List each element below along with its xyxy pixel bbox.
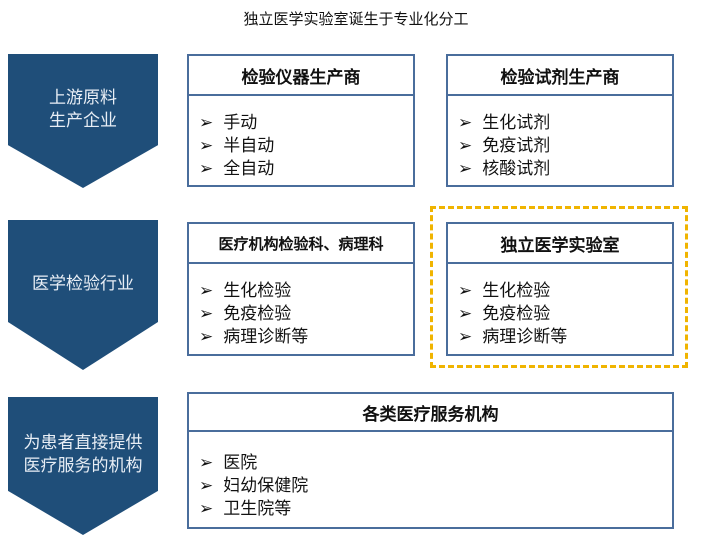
item-label: 核酸试剂 — [482, 159, 551, 179]
list-item: ➢ 妇幼保健院 — [199, 475, 672, 498]
item-label: 生化检验 — [223, 281, 292, 301]
arrow-bullet-icon: ➢ — [199, 499, 214, 519]
item-label: 妇幼保健院 — [223, 476, 309, 496]
arrow-bullet-icon: ➢ — [458, 281, 473, 301]
diagram-title: 独立医学实验室诞生于专业化分工 — [243, 10, 469, 28]
box-header: 独立医学实验室 — [448, 224, 672, 264]
box-independent-lab: 独立医学实验室 ➢ 生化检验 ➢ 免疫检验 ➢ 病理诊断等 — [446, 222, 674, 356]
list-item: ➢ 生化检验 — [199, 280, 413, 303]
box-header: 各类医疗服务机构 — [189, 394, 672, 432]
highlight-dashed-frame — [430, 206, 688, 368]
box-header: 医疗机构检验科、病理科 — [189, 224, 413, 264]
item-label: 生化检验 — [482, 281, 551, 301]
item-label: 半自动 — [223, 136, 275, 156]
item-label: 生化试剂 — [482, 113, 551, 133]
item-label: 病理诊断等 — [482, 327, 568, 347]
list-item: ➢ 免疫检验 — [199, 303, 413, 326]
arrow-bullet-icon: ➢ — [199, 113, 214, 133]
item-label: 免疫检验 — [482, 304, 551, 324]
item-label: 全自动 — [223, 159, 275, 179]
list-item: ➢ 半自动 — [199, 135, 413, 158]
arrow-bullet-icon: ➢ — [199, 453, 214, 473]
arrow-bullet-icon: ➢ — [458, 136, 473, 156]
item-label: 病理诊断等 — [223, 327, 309, 347]
stage-arrow-providers: 为患者直接提供 医疗服务的机构 — [8, 397, 158, 535]
list-item: ➢ 医院 — [199, 452, 672, 475]
box-medical-institutions: 各类医疗服务机构 ➢ 医院 ➢ 妇幼保健院 ➢ 卫生院等 — [187, 392, 674, 529]
arrow-bullet-icon: ➢ — [458, 304, 473, 324]
list-item: ➢ 病理诊断等 — [458, 326, 672, 349]
stage-arrow-upstream: 上游原料 生产企业 — [8, 54, 158, 188]
item-label: 手动 — [223, 113, 258, 133]
arrow-bullet-icon: ➢ — [458, 327, 473, 347]
box-instrument-makers: 检验仪器生产商 ➢ 手动 ➢ 半自动 ➢ 全自动 — [187, 54, 415, 187]
list-item: ➢ 卫生院等 — [199, 498, 672, 521]
arrow-bullet-icon: ➢ — [458, 159, 473, 179]
arrow-bullet-icon: ➢ — [458, 113, 473, 133]
arrow-bullet-icon: ➢ — [199, 281, 214, 301]
list-item: ➢ 生化检验 — [458, 280, 672, 303]
item-label: 卫生院等 — [223, 499, 292, 519]
box-header: 检验试剂生产商 — [448, 56, 672, 96]
item-label: 免疫试剂 — [482, 136, 551, 156]
item-label: 医院 — [223, 453, 258, 473]
arrow-bullet-icon: ➢ — [199, 136, 214, 156]
list-item: ➢ 免疫检验 — [458, 303, 672, 326]
stage-label: 为患者直接提供 医疗服务的机构 — [23, 433, 143, 476]
list-item: ➢ 病理诊断等 — [199, 326, 413, 349]
box-header: 检验仪器生产商 — [189, 56, 413, 96]
list-item: ➢ 手动 — [199, 112, 413, 135]
item-label: 免疫检验 — [223, 304, 292, 324]
arrow-bullet-icon: ➢ — [199, 304, 214, 324]
arrow-bullet-icon: ➢ — [199, 327, 214, 347]
list-item: ➢ 免疫试剂 — [458, 135, 672, 158]
box-reagent-makers: 检验试剂生产商 ➢ 生化试剂 ➢ 免疫试剂 ➢ 核酸试剂 — [446, 54, 674, 187]
box-hospital-labs: 医疗机构检验科、病理科 ➢ 生化检验 ➢ 免疫检验 ➢ 病理诊断等 — [187, 222, 415, 356]
stage-arrow-testing: 医学检验行业 — [8, 220, 158, 370]
list-item: ➢ 生化试剂 — [458, 112, 672, 135]
stage-label: 医学检验行业 — [32, 273, 134, 294]
stage-label: 上游原料 生产企业 — [49, 88, 117, 131]
list-item: ➢ 核酸试剂 — [458, 158, 672, 181]
list-item: ➢ 全自动 — [199, 158, 413, 181]
arrow-bullet-icon: ➢ — [199, 159, 214, 179]
arrow-bullet-icon: ➢ — [199, 476, 214, 496]
